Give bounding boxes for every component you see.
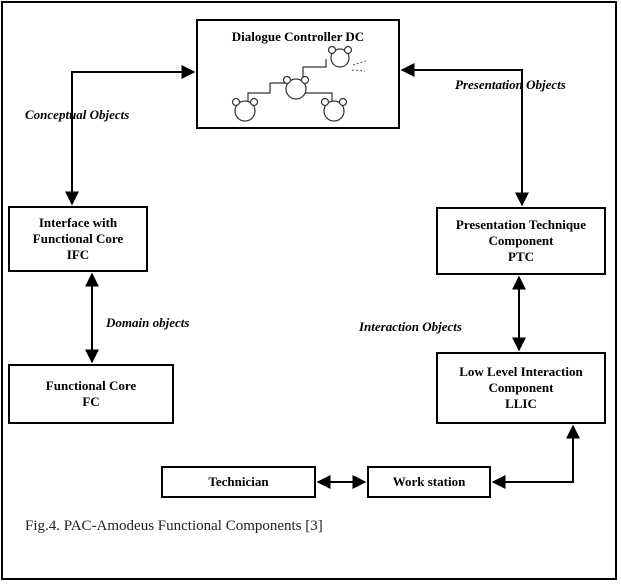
domain-objects-label: Domain objects <box>106 315 190 330</box>
work-station-box: Work station <box>367 466 491 498</box>
functional-core-box: Functional Core FC <box>8 364 174 424</box>
dialogue-controller-box: Dialogue Controller DC <box>196 19 400 129</box>
ifc-line-2: Functional Core <box>32 231 124 246</box>
technician-box: Technician <box>161 466 316 498</box>
fc-line-1: Functional Core <box>45 378 137 393</box>
arrow-ifc-dc <box>65 65 196 206</box>
ptc-line-2: Component <box>488 233 554 248</box>
llic-line-2: Component <box>488 380 554 395</box>
llic-line-1: Low Level Interaction <box>459 364 583 379</box>
interaction-objects-label: Interaction Objects <box>359 319 462 334</box>
dialogue-controller-title: Dialogue Controller DC <box>231 29 365 44</box>
arrow-dc-ptc <box>400 63 529 207</box>
ptc-line-3: PTC <box>508 249 534 264</box>
work-station-label: Work station <box>392 474 466 489</box>
ptc-line-1: Presentation Technique <box>455 217 587 232</box>
technician-label: Technician <box>208 474 269 489</box>
llic-line-3: LLIC <box>505 396 537 411</box>
presentation-technique-component-box: Presentation Technique Component PTC <box>436 207 606 275</box>
tree-hierarchy-icon <box>231 45 367 122</box>
low-level-interaction-component-box: Low Level Interaction Component LLIC <box>436 352 606 424</box>
arrow-workstation-llic <box>491 424 580 489</box>
interface-functional-core-box: Interface with Functional Core IFC <box>8 206 148 272</box>
ifc-line-1: Interface with <box>38 215 118 230</box>
figure-caption: Fig.4. PAC-Amodeus Functional Components… <box>25 518 323 534</box>
ifc-line-3: IFC <box>66 247 90 262</box>
fc-line-2: FC <box>82 394 100 409</box>
